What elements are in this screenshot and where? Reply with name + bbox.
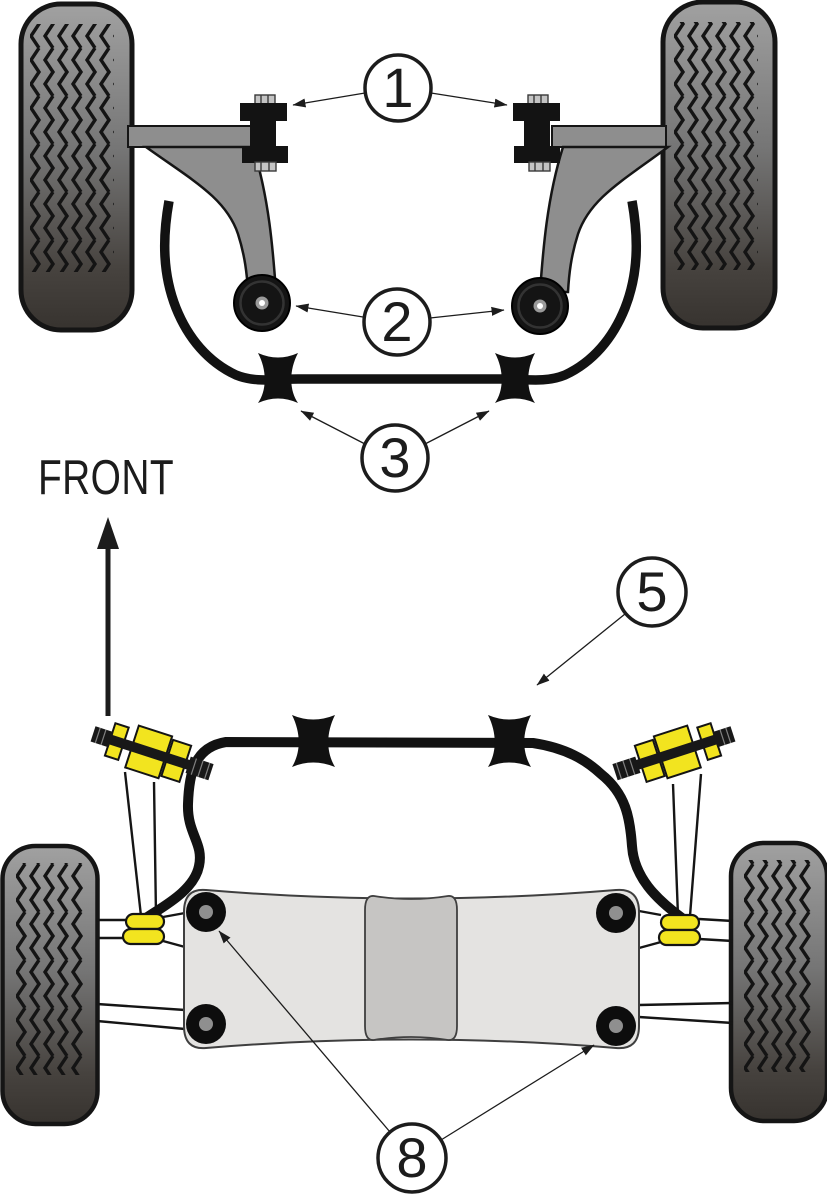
front-anti-roll-bar <box>159 200 642 385</box>
drop-link-right <box>612 721 736 784</box>
callout-5: 5 <box>536 556 688 686</box>
front-left-control-arm <box>127 125 278 294</box>
arm-rear-bushing-right <box>511 277 569 335</box>
tire-tread-pattern <box>30 24 114 272</box>
subframe-center-section <box>364 895 458 1041</box>
rear-arb-bushing-left <box>292 715 335 767</box>
callout-1-number: 1 <box>382 56 413 119</box>
link-bush-right <box>657 913 702 947</box>
callout-2-number: 2 <box>381 290 412 353</box>
front-direction-indicator: FRONT <box>38 451 174 716</box>
callout-2: 2 <box>295 287 505 357</box>
tire-tread-pattern <box>674 22 758 270</box>
subframe-mount-bottom-left <box>186 1004 226 1044</box>
callout-8: 8 <box>218 930 595 1194</box>
subframe-mount-top-left <box>186 892 226 932</box>
arm-front-bushing-left <box>240 94 288 172</box>
rear-right-tire <box>728 840 827 1124</box>
callout-1: 1 <box>292 53 508 123</box>
front-arb-bushing-right <box>495 353 535 403</box>
arm-rear-bushing-left <box>233 274 291 332</box>
front-arb-bushing-left <box>258 353 298 403</box>
callout-3-circle <box>360 423 430 493</box>
front-arrow-head <box>97 517 119 549</box>
front-left-tire <box>18 1 135 333</box>
rear-subframe <box>183 888 640 1050</box>
suspension-link-rods <box>96 909 734 1031</box>
callout-1-circle <box>363 53 433 123</box>
callout-5-number: 5 <box>636 560 667 623</box>
rear-arb-bushing-right <box>488 715 531 767</box>
drop-link-rods <box>123 771 703 917</box>
drop-link-left <box>90 721 214 784</box>
tire-tread-pattern <box>744 860 812 1072</box>
callout-5-circle <box>616 556 688 628</box>
tire-tread-pattern <box>16 863 84 1075</box>
callout-8-number: 8 <box>396 1126 427 1189</box>
front-right-control-arm <box>538 125 672 294</box>
subframe-mount-bottom-right <box>596 1006 636 1046</box>
rear-left-tire <box>0 843 100 1127</box>
front-label: FRONT <box>38 451 174 505</box>
rear-anti-roll-bar <box>143 736 685 923</box>
link-bush-left <box>121 912 166 946</box>
front-right-tire <box>660 0 778 331</box>
callout-8-circle <box>376 1122 448 1194</box>
arm-front-bushing-right <box>513 94 560 172</box>
callout-2-circle <box>362 287 432 357</box>
subframe-mount-top-right <box>596 893 636 933</box>
callout-3-number: 3 <box>379 426 410 489</box>
callout-3: 3 <box>300 410 490 493</box>
